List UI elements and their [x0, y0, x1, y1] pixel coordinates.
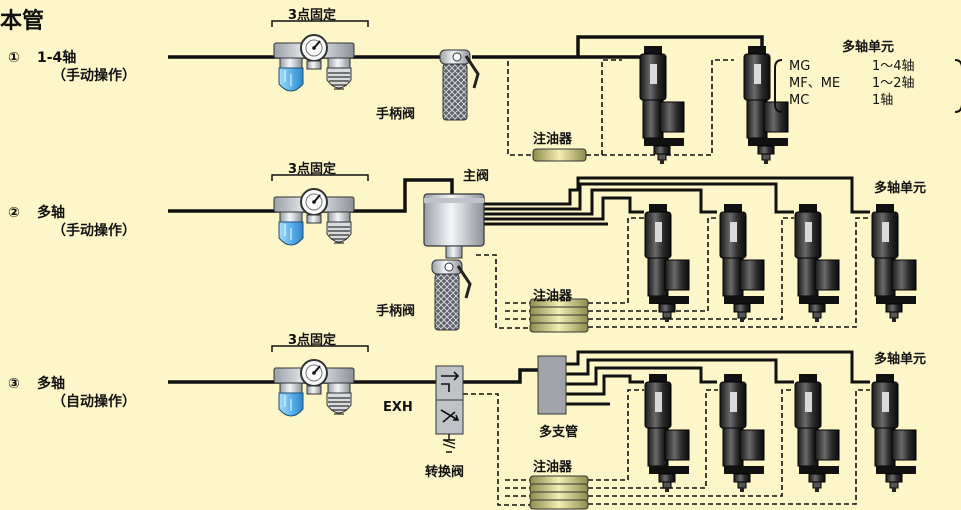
- spindle-unit-row3-b: [719, 373, 765, 493]
- legend-bracket-right: [954, 59, 961, 113]
- frl-bracket-row2: [271, 174, 369, 181]
- manifold-block: [537, 355, 567, 415]
- hand-valve-row2: [430, 258, 472, 332]
- row2-lubricator-label: 注油器: [533, 289, 573, 304]
- row2-subtitle: （手动操作）: [52, 223, 136, 239]
- row1-hand-valve-label: 手柄阀: [376, 107, 416, 122]
- frl-unit-row3: [273, 359, 355, 417]
- row3-subtitle: （自动操作）: [52, 394, 136, 410]
- legend-title: 多轴单元: [842, 40, 895, 55]
- row3-switch-valve-label: 转换阀: [425, 465, 465, 480]
- row1-subtitle: （手动操作）: [52, 68, 136, 84]
- spindle-unit-row1-b: [743, 45, 789, 165]
- row2-number: ②: [8, 205, 20, 221]
- row2-title: 多轴: [37, 205, 65, 221]
- row2-frl-label: 3点固定: [288, 162, 337, 177]
- spindle-unit-row3-d: [871, 373, 917, 493]
- row2-piping: [168, 176, 870, 329]
- frl-bracket-row1: [271, 20, 369, 27]
- frl-bracket-row3: [271, 345, 369, 352]
- frl-unit-row1: [273, 34, 355, 92]
- hand-valve-row1: [438, 48, 480, 122]
- row3-lubricator-label: 注油器: [533, 460, 573, 475]
- row1-lubricator-label: 注油器: [533, 132, 573, 147]
- spindle-unit-row3-c: [794, 373, 840, 493]
- row1-number: ①: [8, 50, 20, 66]
- row3-title: 多轴: [37, 376, 65, 392]
- lubricator-row2: [529, 298, 589, 333]
- row3-unit-label: 多轴单元: [874, 352, 927, 367]
- legend-model-3: MC: [789, 93, 810, 108]
- spindle-unit-row2-a: [644, 203, 690, 323]
- lubricator-row3: [529, 475, 589, 510]
- switch-valve-symbol: [435, 365, 464, 453]
- spindle-unit-row2-b: [719, 203, 765, 323]
- legend-model-1: MG: [789, 59, 811, 74]
- row2-main-valve-label: 主阀: [463, 169, 490, 184]
- legend-model-2: MF、ME: [789, 76, 841, 91]
- frl-unit-row2: [273, 188, 355, 246]
- spindle-unit-row3-a: [644, 373, 690, 493]
- page-title: 本管: [0, 9, 45, 34]
- row3-frl-label: 3点固定: [288, 333, 337, 348]
- row3-exh-label: EXH: [383, 400, 413, 415]
- legend-axes-1: 1～4轴: [872, 59, 915, 74]
- row2-hand-valve-label: 手柄阀: [376, 304, 416, 319]
- lubricator-row1: [532, 148, 587, 162]
- row3-piping: [168, 350, 870, 506]
- spindle-unit-row2-d: [871, 203, 917, 323]
- row1-title: 1-4轴: [37, 50, 77, 66]
- row3-manifold-label: 多支管: [539, 425, 579, 440]
- legend-axes-2: 1～2轴: [872, 76, 915, 91]
- legend-axes-3: 1轴: [872, 93, 894, 108]
- spindle-unit-row2-c: [794, 203, 840, 323]
- spindle-unit-row1-a: [639, 45, 685, 165]
- legend-bracket-left: [774, 59, 783, 113]
- row3-number: ③: [8, 376, 20, 392]
- main-valve: [423, 193, 485, 259]
- row2-unit-label: 多轴单元: [874, 181, 927, 196]
- row1-frl-label: 3点固定: [288, 8, 337, 23]
